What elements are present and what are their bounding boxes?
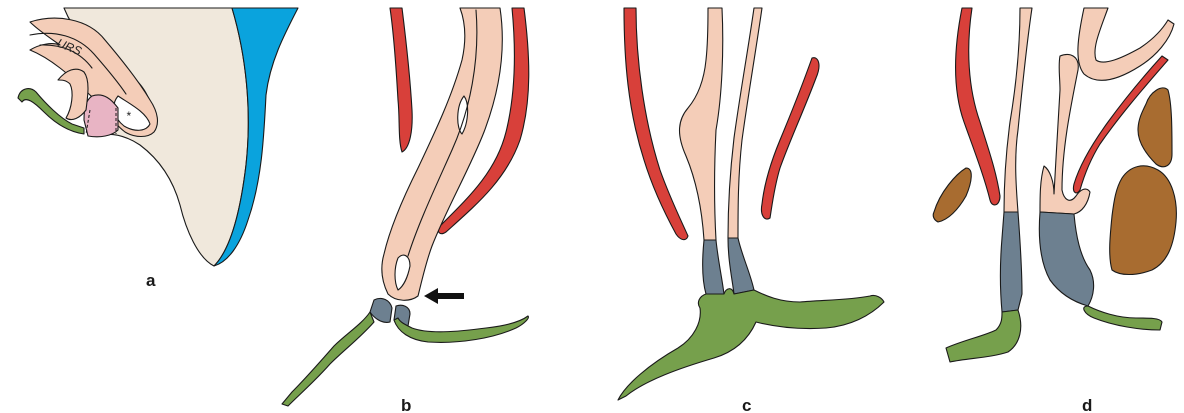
bone-right-lower [1110, 166, 1177, 275]
ectoderm-right [1084, 306, 1162, 330]
ectoderm-right [394, 316, 528, 342]
epithelium-right [1039, 212, 1093, 306]
bone-left [933, 168, 971, 222]
epithelium-right [728, 238, 754, 294]
ectoderm-left [282, 312, 374, 406]
ectoderm-base [618, 289, 884, 400]
panel-label-b: b [401, 396, 411, 413]
panel-label-c: c [742, 396, 751, 413]
epithelium-left [703, 240, 724, 294]
septum-left-pink [1004, 8, 1032, 212]
muscle-band-left [624, 8, 688, 240]
tail-fold [58, 69, 88, 119]
septum-left-pink [680, 8, 723, 240]
panel-label-a: a [146, 271, 156, 290]
asterisk-marker: * [126, 109, 131, 123]
muscle-band-right [761, 58, 818, 219]
panel-label-d: d [1082, 396, 1092, 413]
septum-right-pink [728, 8, 762, 238]
epithelium-left [1001, 212, 1023, 312]
bone-right-upper [1138, 88, 1172, 167]
panel-b: b [282, 8, 529, 413]
ectoderm-left [946, 310, 1021, 362]
panel-a: URS * a [18, 8, 298, 290]
septum-right-pink [1040, 55, 1090, 214]
panel-c: c [618, 8, 884, 413]
panel-d: d [933, 8, 1176, 413]
arrow-icon [424, 288, 464, 304]
muscle-band-left [390, 8, 412, 152]
